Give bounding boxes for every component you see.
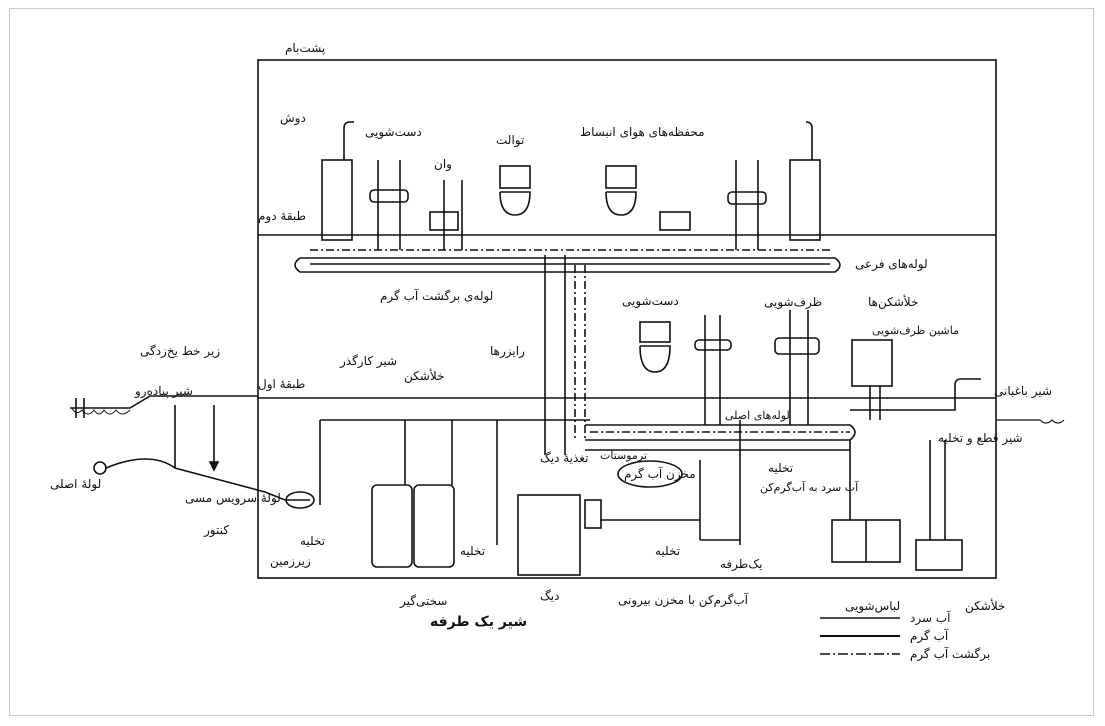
wash-basin-1 — [639, 321, 671, 343]
label-drain-2: تخلیه — [460, 544, 486, 558]
label-main-pipe: لولهٔ اصلی — [50, 477, 102, 491]
label-vacuum-breaker-2: خلأشکن — [965, 599, 1006, 613]
dishwasher-box — [851, 339, 893, 387]
label-hot-return: لوله‌ی برگشت آب گرم — [380, 289, 494, 303]
label-branch-pipes: لوله‌های فرعی — [855, 257, 928, 271]
label-boiler: دیگ — [540, 589, 560, 603]
label-floor2: طبقهٔ دوم — [258, 209, 307, 223]
label-water-heater: آب‌گرم‌کن با مخزن بیرونی — [618, 593, 749, 607]
dish-sink — [774, 337, 820, 355]
label-tub: وان — [434, 157, 452, 171]
service-line — [93, 405, 590, 509]
washbasin-3 — [727, 191, 767, 205]
laundry-tubs — [831, 440, 963, 571]
label-drain-4: تخلیه — [768, 461, 794, 475]
label-drain-3: تخلیه — [655, 544, 681, 558]
label-vacuum-breaker-1: خلأشکن — [404, 369, 445, 383]
equipment — [371, 420, 741, 576]
label-vacuum-breakers: خلأشکن‌ها — [868, 295, 919, 309]
label-cold-to-heater: آب سرد به آب‌گرم‌کن — [760, 481, 859, 494]
label-hose-bib: شیر باغبانی — [994, 384, 1053, 398]
label-sidewalk-valve: شیر پیاده‌رو — [135, 384, 193, 398]
label-dishwasher: ظرف‌شویی — [764, 295, 823, 309]
label-risers: رایزرها — [490, 344, 525, 358]
label-softener: سختی‌گیر — [400, 594, 448, 608]
branch-pipes-floor2 — [294, 249, 841, 273]
legend-lines — [820, 617, 900, 655]
label-floor1: طبقهٔ اول — [258, 377, 306, 391]
main-pipes-floor1 — [585, 424, 856, 451]
meter-shape — [285, 491, 315, 509]
label-check-valve-overlay: شیر یک طرفه — [430, 614, 528, 630]
label-check-valve: یک‌طرفه — [720, 557, 763, 571]
legend-hot-label: آب گرم — [910, 629, 949, 643]
label-shutoff-drain: شیر قطع و تخلیه — [938, 431, 1023, 445]
tub-2 — [659, 211, 691, 231]
label-roof: پشت‌بام — [285, 41, 326, 55]
label-laundry: لباس‌شویی — [845, 599, 901, 613]
label-basement: زیرزمین — [270, 554, 311, 568]
label-washbasin-top: دست‌شویی — [365, 125, 422, 139]
label-below-frost: زیر خط یخ‌زدگی — [140, 344, 221, 358]
risers — [544, 255, 586, 455]
label-meter: کنتور — [204, 523, 229, 537]
shower-stall-2 — [789, 159, 821, 241]
legend-cold-label: آب سرد — [910, 611, 951, 625]
legend-return-label: برگشت آب گرم — [910, 647, 991, 661]
toilet-1 — [499, 165, 531, 189]
label-toilet: توالت — [496, 133, 525, 147]
label-copper-service: لولهٔ سرویس مسی — [185, 491, 281, 505]
label-work-valve: شیر کارگذر — [340, 354, 398, 368]
ground-line — [70, 395, 1065, 424]
washbasin-2 — [369, 189, 409, 203]
toilet-2 — [605, 165, 637, 189]
label-shower: دوش — [280, 111, 306, 125]
label-drain-1: تخلیه — [300, 534, 326, 548]
figure-frame — [9, 8, 1094, 716]
label-hot-tank: مخزن آب گرم — [624, 467, 696, 481]
building-outline — [257, 59, 997, 579]
label-air-chambers: محفظه‌های هوای انبساط — [580, 125, 705, 139]
fixtures-floor2 — [321, 121, 821, 250]
label-thermostat: ترموستات — [600, 449, 647, 462]
fixtures-floor1 — [639, 310, 981, 425]
shower-stall — [321, 159, 353, 241]
label-boiler-feed: تغذیهٔ دیگ — [540, 451, 589, 465]
label-washbasin-mid: دست‌شویی — [622, 294, 679, 308]
label-main-pipes: لوله‌های اصلی — [725, 409, 790, 422]
label-dishwasher-machine: ماشین ظرف‌شویی — [872, 324, 960, 337]
